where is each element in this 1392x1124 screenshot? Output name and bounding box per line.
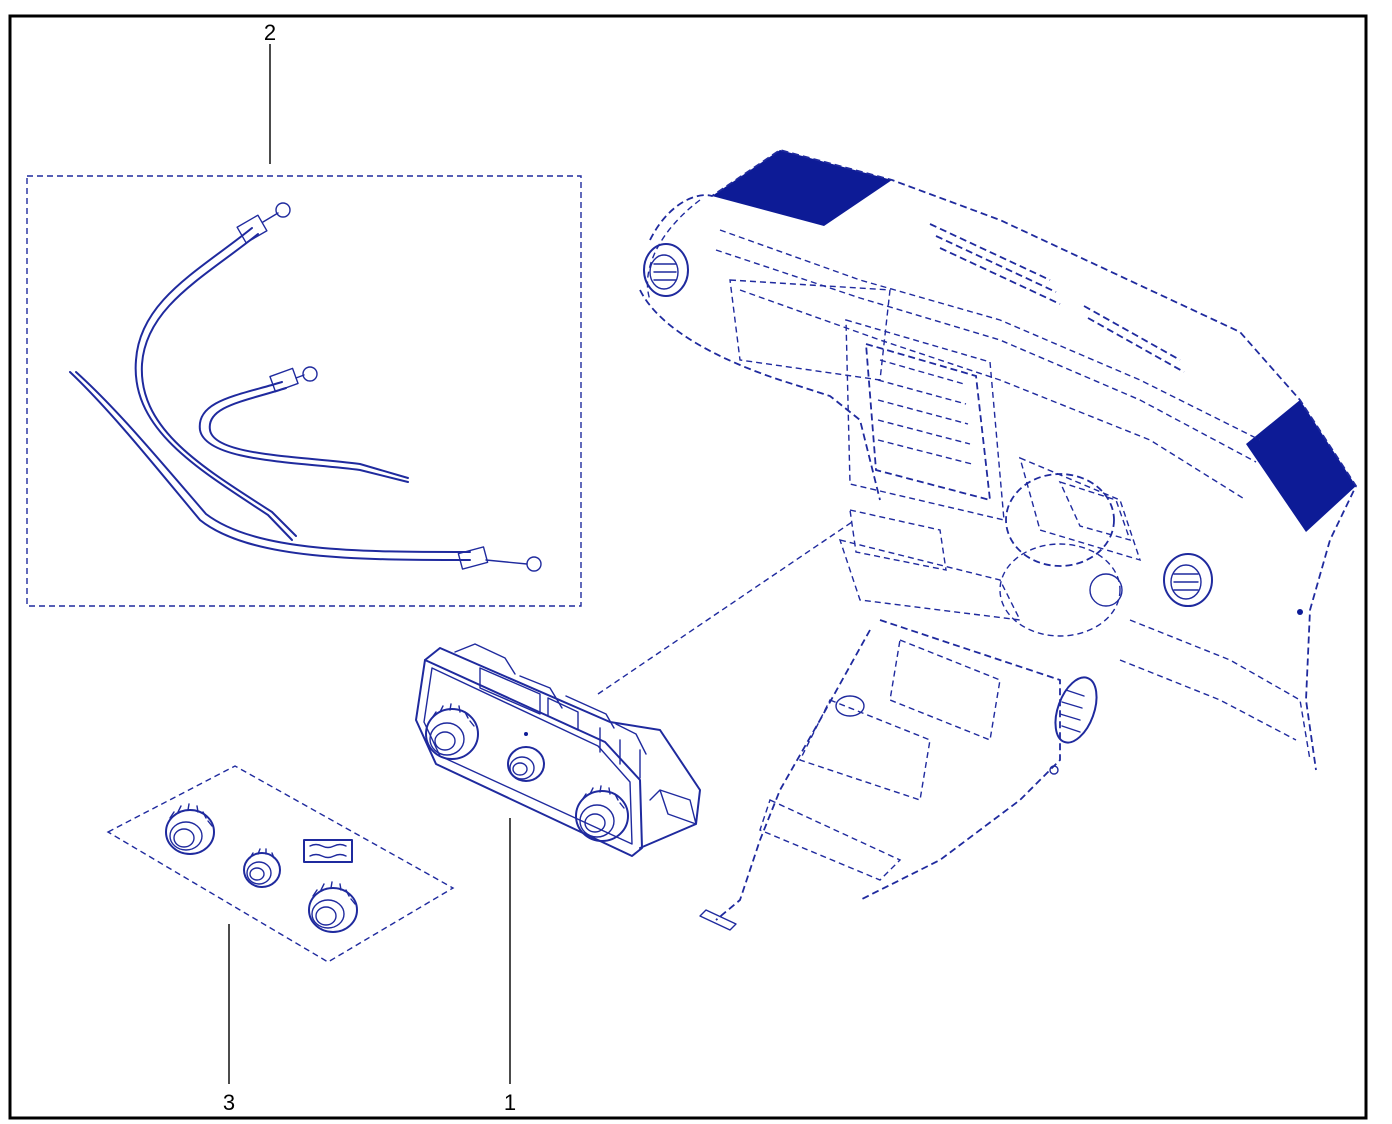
center-air-vent — [845, 319, 1005, 521]
label-plate — [303, 839, 353, 863]
callout-3: 3 — [223, 1090, 235, 1115]
center-console — [699, 619, 1061, 931]
panel-location-guide — [597, 521, 853, 695]
dash-top-pad-right — [1246, 400, 1356, 532]
knob-large-2 — [308, 881, 358, 933]
cable-set-group — [26, 175, 582, 607]
climate-control-panel — [415, 643, 701, 857]
lower-right-vent — [1049, 676, 1098, 775]
left-air-vent — [643, 243, 689, 297]
dashboard-phantom — [639, 149, 1358, 931]
diagram-frame — [8, 14, 1368, 1120]
knob-kit-group — [106, 765, 455, 963]
cable-a — [134, 202, 297, 541]
cable-c — [69, 371, 542, 572]
right-air-vent — [1163, 553, 1213, 607]
steering-column-area — [999, 456, 1142, 637]
cable-b — [198, 366, 409, 483]
dash-top-pad-left — [712, 150, 892, 226]
panel-knob-left — [425, 703, 479, 760]
callout-2: 2 — [264, 20, 276, 45]
panel-knob-center — [507, 732, 545, 782]
knob-small — [243, 848, 281, 888]
cable-set-dashed-box — [26, 175, 582, 607]
callout-1: 1 — [504, 1090, 516, 1115]
panel-knob-right — [575, 785, 629, 842]
knob-large-1 — [165, 803, 215, 855]
knob-kit-dashed-panel — [106, 765, 455, 963]
